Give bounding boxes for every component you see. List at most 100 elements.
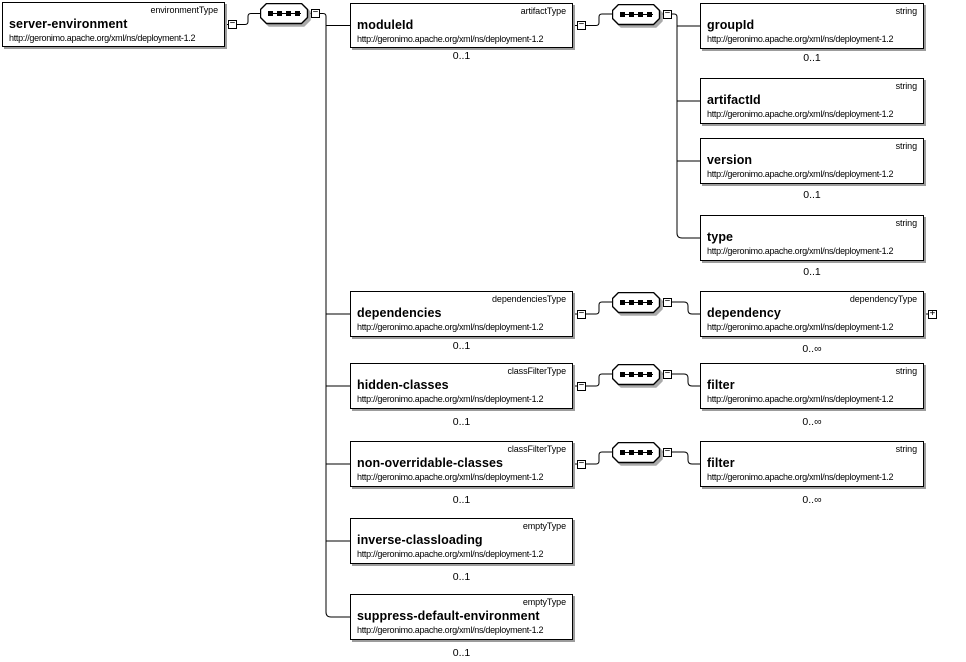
cardinality-label-inverse-classloading: 0..1 — [452, 571, 471, 583]
element-name: moduleId — [357, 18, 414, 32]
connector — [672, 13, 700, 239]
cardinality-label-groupId: 0..1 — [803, 52, 821, 64]
element-box-hidden-classes[interactable]: classFilterType hidden-classes http://ge… — [350, 363, 573, 409]
connector — [672, 301, 700, 315]
type-label: classFilterType — [507, 366, 566, 376]
collapse-icon[interactable]: − — [577, 19, 586, 30]
sequence-icon[interactable] — [612, 4, 664, 29]
expand-icon[interactable]: + — [928, 308, 937, 319]
sequence-icon[interactable] — [612, 442, 664, 467]
type-label: classFilterType — [507, 444, 566, 454]
element-box-dependencies[interactable]: dependenciesType dependencies http://ger… — [350, 291, 573, 337]
cardinality-label-dependency: 0..∞ — [802, 343, 822, 355]
collapse-icon[interactable]: − — [577, 308, 586, 319]
element-box-groupId[interactable]: string groupId http://geronimo.apache.or… — [700, 3, 924, 49]
cardinality-label-non-overridable-classes: 0..1 — [452, 494, 471, 506]
collapse-icon[interactable]: − — [577, 380, 586, 391]
minus-glyph: − — [578, 458, 585, 468]
element-name: artifactId — [707, 93, 761, 107]
connector — [586, 451, 612, 465]
minus-glyph: − — [578, 308, 585, 318]
element-name: suppress-default-environment — [357, 609, 540, 623]
type-label: string — [895, 444, 918, 454]
collapse-icon[interactable]: − — [663, 8, 672, 19]
namespace-label: http://geronimo.apache.org/xml/ns/deploy… — [357, 34, 544, 44]
element-box-dependency[interactable]: dependencyType dependency http://geronim… — [700, 291, 924, 337]
type-label: environmentType — [150, 5, 218, 15]
minus-glyph: − — [664, 296, 671, 306]
connector — [586, 301, 612, 315]
element-name: type — [707, 230, 734, 244]
cardinality-label-type: 0..1 — [803, 266, 821, 278]
minus-glyph: − — [578, 380, 585, 390]
element-name: server-environment — [9, 17, 128, 31]
connector — [586, 13, 612, 26]
minus-glyph: − — [312, 7, 319, 18]
collapse-icon[interactable]: − — [663, 368, 672, 379]
element-name: inverse-classloading — [357, 533, 483, 547]
namespace-label: http://geronimo.apache.org/xml/ns/deploy… — [357, 625, 544, 635]
type-label: emptyType — [522, 521, 566, 531]
sequence-icon[interactable] — [612, 364, 664, 389]
namespace-label: http://geronimo.apache.org/xml/ns/deploy… — [707, 169, 894, 179]
element-box-inverse-classloading[interactable]: emptyType inverse-classloading http://ge… — [350, 518, 573, 564]
type-label: string — [895, 141, 918, 151]
element-name: dependency — [707, 306, 781, 320]
cardinality-label-version: 0..1 — [803, 189, 821, 201]
element-box-type[interactable]: string type http://geronimo.apache.org/x… — [700, 215, 924, 261]
type-label: string — [895, 6, 918, 16]
connector — [320, 13, 350, 618]
type-label: artifactType — [520, 6, 566, 16]
type-label: dependenciesType — [492, 294, 566, 304]
element-name: filter — [707, 456, 735, 470]
collapse-icon[interactable]: − — [311, 7, 320, 18]
namespace-label: http://geronimo.apache.org/xml/ns/deploy… — [707, 472, 894, 482]
element-box-filter-non-overridable[interactable]: string filter http://geronimo.apache.org… — [700, 441, 924, 487]
connector — [586, 373, 612, 387]
cardinality-label-suppress-default-environment: 0..1 — [452, 647, 471, 659]
element-box-version[interactable]: string version http://geronimo.apache.or… — [700, 138, 924, 184]
element-name: filter — [707, 378, 735, 392]
cardinality-label-filter-non-overridable: 0..∞ — [802, 494, 822, 506]
namespace-label: http://geronimo.apache.org/xml/ns/deploy… — [9, 33, 196, 43]
sequence-icon[interactable] — [260, 3, 312, 28]
collapse-icon[interactable]: − — [663, 296, 672, 307]
element-box-server-environment[interactable]: environmentType server-environment http:… — [2, 2, 225, 47]
sequence-icon[interactable] — [612, 292, 664, 317]
cardinality-label-dependencies: 0..1 — [452, 340, 471, 352]
type-label: string — [895, 218, 918, 228]
minus-glyph: − — [664, 368, 671, 378]
type-label: string — [895, 81, 918, 91]
element-name: dependencies — [357, 306, 442, 320]
element-box-moduleId[interactable]: artifactType moduleId http://geronimo.ap… — [350, 3, 573, 48]
namespace-label: http://geronimo.apache.org/xml/ns/deploy… — [357, 472, 544, 482]
plus-glyph: + — [929, 308, 936, 318]
minus-glyph: − — [664, 8, 671, 18]
collapse-icon[interactable]: − — [577, 458, 586, 469]
namespace-label: http://geronimo.apache.org/xml/ns/deploy… — [707, 34, 894, 44]
element-name: version — [707, 153, 753, 167]
namespace-label: http://geronimo.apache.org/xml/ns/deploy… — [357, 322, 544, 332]
element-name: non-overridable-classes — [357, 456, 504, 470]
type-label: string — [895, 366, 918, 376]
collapse-icon[interactable]: − — [228, 18, 237, 29]
minus-glyph: − — [229, 18, 236, 29]
collapse-icon[interactable]: − — [663, 446, 672, 457]
element-box-artifactId[interactable]: string artifactId http://geronimo.apache… — [700, 78, 924, 124]
connector — [237, 13, 260, 25]
minus-glyph: − — [578, 19, 585, 30]
element-name: groupId — [707, 18, 755, 32]
element-box-suppress-default-environment[interactable]: emptyType suppress-default-environment h… — [350, 594, 573, 640]
cardinality-label-moduleId: 0..1 — [452, 50, 471, 62]
type-label: dependencyType — [849, 294, 917, 304]
minus-glyph: − — [664, 446, 671, 456]
namespace-label: http://geronimo.apache.org/xml/ns/deploy… — [357, 549, 544, 559]
element-name: hidden-classes — [357, 378, 449, 392]
connector — [672, 451, 700, 465]
namespace-label: http://geronimo.apache.org/xml/ns/deploy… — [707, 109, 894, 119]
namespace-label: http://geronimo.apache.org/xml/ns/deploy… — [707, 246, 894, 256]
element-box-non-overridable-classes[interactable]: classFilterType non-overridable-classes … — [350, 441, 573, 487]
element-box-filter-hidden[interactable]: string filter http://geronimo.apache.org… — [700, 363, 924, 409]
cardinality-label-filter-hidden: 0..∞ — [802, 416, 822, 428]
